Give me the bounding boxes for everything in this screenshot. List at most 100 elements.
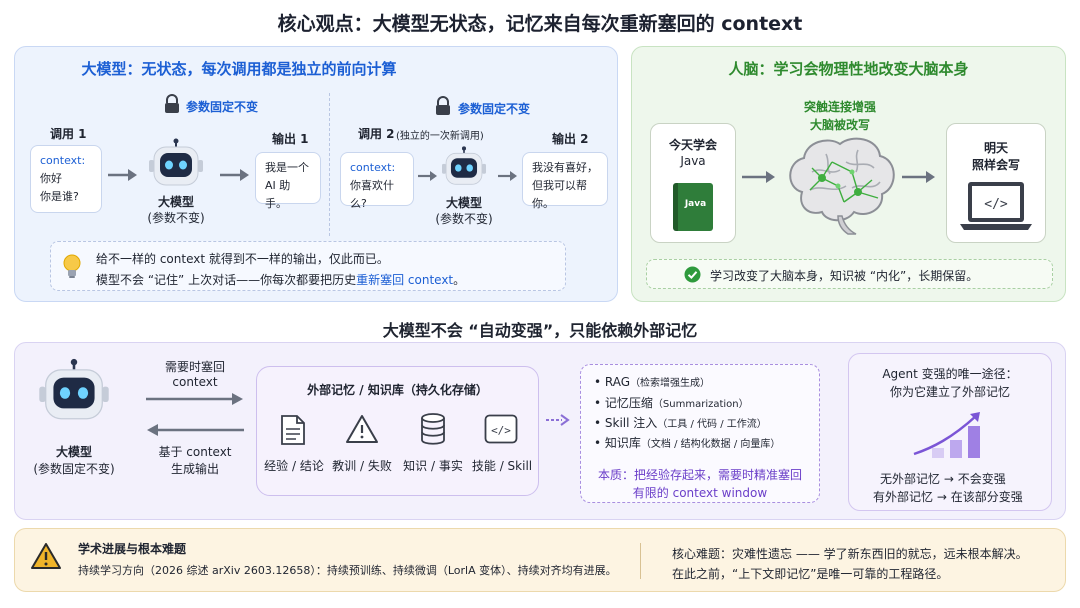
arrow-right-icon	[418, 170, 438, 182]
agent-title-line1: Agent 变强的唯一途径：	[882, 367, 1018, 381]
warning-icon	[345, 414, 379, 444]
call2-input-note: (独立的一次新调用)	[396, 131, 484, 142]
call2-output-title: 输出 2	[552, 132, 589, 146]
arrow-right-icon	[902, 170, 936, 184]
check-circle-icon	[684, 266, 701, 283]
bottom-divider	[640, 543, 641, 579]
growth-chart-icon	[912, 408, 992, 460]
note-text: 。	[453, 273, 466, 287]
arrow-top-line2: context	[172, 375, 218, 389]
note-text: 模型不会 “记住” 上次对话——你每次都要把历史	[96, 273, 357, 287]
method-name: 知识库	[604, 436, 641, 450]
agent-row-no-memory: 无外部记忆 → 不会变强	[880, 470, 1006, 487]
brain-panel-title: 人脑：学习会物理性地改变大脑本身	[728, 60, 969, 78]
bottom-right-line1: 核心难题：灾难性遗忘 —— 学了新东西旧的就忘，远未根本解决。	[672, 547, 1028, 561]
method-detail: （Summarization）	[652, 399, 749, 410]
document-icon	[280, 414, 306, 446]
java-book-label: Java	[684, 199, 707, 209]
essence-line2: 有限的 context window	[632, 486, 768, 500]
arrow-icon: →	[943, 472, 954, 486]
call1-output-bubble: 我是一个 AI 助手。	[255, 152, 321, 210]
arrow-right-icon	[108, 168, 138, 182]
java-book-icon: Java	[673, 183, 713, 231]
arrow-icon: →	[936, 490, 947, 504]
store-item: 技能 / Skill	[471, 459, 533, 473]
method-item: • 记忆压缩（Summarization）	[594, 396, 749, 410]
methods-box	[580, 364, 820, 503]
method-detail: （检索增强生成）	[630, 378, 711, 389]
learn-today-line2: Java	[680, 154, 706, 168]
call2-output-bubble: 我没有喜好， 但我可以帮你。	[522, 152, 608, 210]
arrow-right-icon	[220, 168, 250, 182]
call2-context-bubble: context: 你喜欢什么?	[340, 152, 414, 210]
method-detail: （文档 / 结构化数据 / 向量库）	[640, 439, 781, 450]
bottom-right-line2: 在此之前，“上下文即记忆”是唯一可靠的工程路径。	[672, 567, 949, 581]
output-line: 但我可以帮你。	[532, 179, 587, 210]
arrow-top-line1: 需要时塞回	[164, 360, 225, 374]
call1-context-bubble: context: 你好 你是谁?	[30, 145, 102, 213]
robot-icon	[441, 146, 487, 190]
method-item: • 知识库（文档 / 结构化数据 / 向量库）	[594, 436, 781, 450]
lightbulb-icon	[62, 254, 82, 280]
robot-icon	[148, 138, 204, 192]
method-item: • Skill 注入（工具 / 代码 / 工作流）	[594, 416, 767, 430]
call1-output-title: 输出 1	[272, 132, 309, 146]
database-icon	[419, 413, 447, 445]
output-line: 我是一个	[265, 161, 309, 174]
mem-model-sub: (参数固定不变)	[33, 462, 115, 476]
agent-row-right: 在该部分变强	[950, 490, 1023, 504]
robot-icon	[38, 358, 110, 428]
llm-note-box	[50, 241, 566, 291]
store-item: 知识 / 事实	[403, 459, 463, 473]
call1-lock-label: 参数固定不变	[186, 100, 259, 114]
call2-input-title: 调用 2	[358, 127, 395, 141]
write-tomorrow-line1: 明天	[983, 141, 1008, 155]
arrow-right-icon	[146, 392, 244, 406]
brain-caption-line1: 突触连接增强	[803, 100, 876, 114]
note-highlight: 重新塞回 context	[356, 273, 454, 287]
academic-progress-panel	[14, 528, 1066, 592]
method-name: RAG	[604, 375, 631, 389]
agent-title-line2: 你为它建立了外部记忆	[889, 385, 1010, 399]
code-icon: </>	[484, 414, 518, 444]
agent-row-left: 有外部记忆	[873, 490, 934, 504]
lock-icon	[434, 96, 452, 116]
bottom-text: 持续学习方向（2026 综述 arXiv 2603.12658）：持续预训练、持…	[78, 564, 617, 577]
learn-today-line1: 今天学会	[668, 138, 717, 152]
svg-text:</>: </>	[491, 424, 511, 437]
bottom-title: 学术进展与根本难题	[78, 542, 187, 556]
llm-note-line1: 给不一样的 context 就得到不一样的输出，仅此而已。	[96, 252, 389, 266]
warning-triangle-icon	[30, 542, 62, 570]
brain-note-box	[646, 259, 1053, 289]
method-detail: （工具 / 代码 / 工作流）	[657, 419, 767, 430]
method-item: • RAG（检索增强生成）	[594, 375, 711, 389]
call-divider	[329, 93, 330, 236]
store-title: 外部记忆 / 知识库（持久化存储）	[307, 383, 488, 397]
brain-note-text: 学习改变了大脑本身，知识被 “内化”，长期保留。	[710, 269, 979, 283]
call2-model-name: 大模型	[445, 196, 482, 210]
call1-model-name: 大模型	[157, 195, 194, 209]
brain-caption-line2: 大脑被改写	[809, 118, 870, 132]
output-line: AI 助手。	[265, 179, 291, 210]
output-line: 我没有喜好，	[532, 161, 598, 174]
llm-panel-title: 大模型：无状态，每次调用都是独立的前向计算	[81, 60, 397, 78]
essence-line1: 本质：把经验存起来，需要时精准塞回	[597, 468, 802, 482]
context-line: 你喜欢什么?	[350, 179, 394, 210]
method-name: 记忆压缩	[604, 396, 653, 410]
method-name: Skill 注入	[604, 416, 658, 430]
agent-row-left: 无外部记忆	[880, 472, 941, 486]
call1-model-sub: (参数不变)	[147, 211, 205, 225]
store-item: 经验 / 结论	[264, 459, 324, 473]
context-line: 你是谁?	[40, 190, 79, 203]
write-tomorrow-line2: 照样会写	[971, 158, 1020, 172]
context-key: context:	[350, 161, 396, 174]
agent-path-card	[848, 353, 1052, 511]
lock-icon	[163, 94, 181, 114]
dashed-arrow-icon	[546, 414, 570, 426]
arrow-right-icon	[742, 170, 776, 184]
context-line: 你好	[40, 172, 62, 185]
context-key: context:	[40, 154, 86, 167]
call1-input-title: 调用 1	[50, 127, 87, 141]
mem-model-name: 大模型	[55, 445, 92, 459]
section2-title: 大模型不会 “自动变强”，只能依赖外部记忆	[382, 321, 698, 340]
